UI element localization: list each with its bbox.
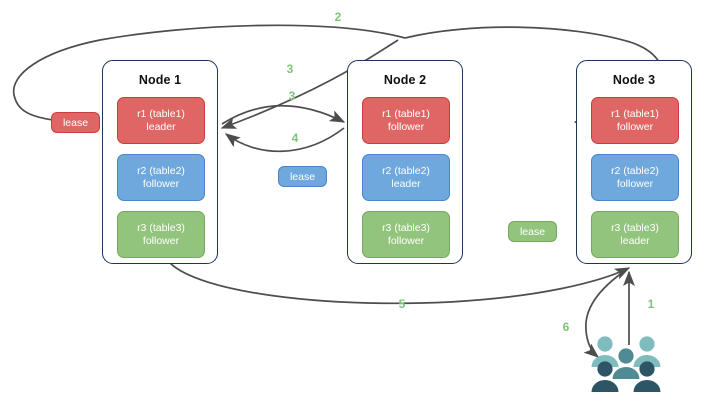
step-label-6: 6 xyxy=(562,320,570,334)
connector-step-3-upper xyxy=(220,39,399,129)
replica-n3r1-line2: follower xyxy=(616,120,654,133)
replica-n2r3-line1: r3 (table3) xyxy=(382,221,430,234)
lease-badge-range2[interactable]: lease xyxy=(278,166,327,187)
replica-n2r3[interactable]: r3 (table3) follower xyxy=(362,211,450,258)
node1-title: Node 1 xyxy=(138,73,182,87)
node3-title: Node 3 xyxy=(612,73,656,87)
replica-n2r2[interactable]: r2 (table2) leader xyxy=(362,154,450,201)
lease-badge-range1[interactable]: lease xyxy=(51,112,100,133)
replica-n2r1-line2: follower xyxy=(387,120,425,133)
people-middle xyxy=(612,348,640,379)
replica-n3r3[interactable]: r3 (table3) leader xyxy=(591,211,679,258)
step-label-3b: 3 xyxy=(288,89,296,103)
step-label-1: 1 xyxy=(647,297,655,311)
replica-n2r1[interactable]: r1 (table1) follower xyxy=(362,97,450,144)
replica-n1r1-line2: leader xyxy=(146,120,176,133)
replica-n2r3-line2: follower xyxy=(387,234,425,247)
replica-n1r2[interactable]: r2 (table2) follower xyxy=(117,154,205,201)
step-label-2: 2 xyxy=(334,10,342,24)
replica-n2r1-line1: r1 (table1) xyxy=(382,107,430,120)
replica-n1r2-line2: follower xyxy=(142,177,180,190)
replica-n3r1-line1: r1 (table1) xyxy=(611,107,659,120)
replica-n3r3-line2: leader xyxy=(620,234,650,247)
step-label-3a: 3 xyxy=(286,62,294,76)
people-back-row xyxy=(591,336,661,367)
step-label-5: 5 xyxy=(398,297,406,311)
replica-n3r3-line1: r3 (table3) xyxy=(611,221,659,234)
node-card-node2[interactable]: Node 2 r1 (table1) follower r2 (table2) … xyxy=(347,60,463,264)
replica-n1r1-line1: r1 (table1) xyxy=(137,107,185,120)
connector-step-2 xyxy=(12,24,406,129)
node-card-node1[interactable]: Node 1 r1 (table1) leader r2 (table2) fo… xyxy=(102,60,218,264)
replica-n3r1[interactable]: r1 (table1) follower xyxy=(591,97,679,144)
replica-n3r2-line2: follower xyxy=(616,177,654,190)
node2-title: Node 2 xyxy=(383,73,427,87)
replica-n1r3-line2: follower xyxy=(142,234,180,247)
replica-n3r2-line1: r2 (table2) xyxy=(611,164,659,177)
clients-group-icon xyxy=(588,334,664,394)
replica-n1r3-line1: r3 (table3) xyxy=(137,221,185,234)
connector-step-4 xyxy=(224,127,345,153)
replica-n1r3[interactable]: r3 (table3) follower xyxy=(117,211,205,258)
connector-step-3-lower xyxy=(221,104,346,125)
connector-step-6 xyxy=(583,269,627,358)
lease-badge-range3[interactable]: lease xyxy=(508,221,557,242)
replica-n1r1[interactable]: r1 (table1) leader xyxy=(117,97,205,144)
step-label-4: 4 xyxy=(291,131,299,145)
replica-n1r2-line1: r2 (table2) xyxy=(137,164,185,177)
connector-step-5 xyxy=(169,262,631,305)
node-card-node3[interactable]: Node 3 r1 (table1) follower r2 (table2) … xyxy=(576,60,692,264)
replica-n3r2[interactable]: r2 (table2) follower xyxy=(591,154,679,201)
replica-n2r2-line2: leader xyxy=(391,177,421,190)
people-icon xyxy=(591,336,661,392)
replica-n2r2-line1: r2 (table2) xyxy=(382,164,430,177)
people-front-row xyxy=(591,361,661,392)
